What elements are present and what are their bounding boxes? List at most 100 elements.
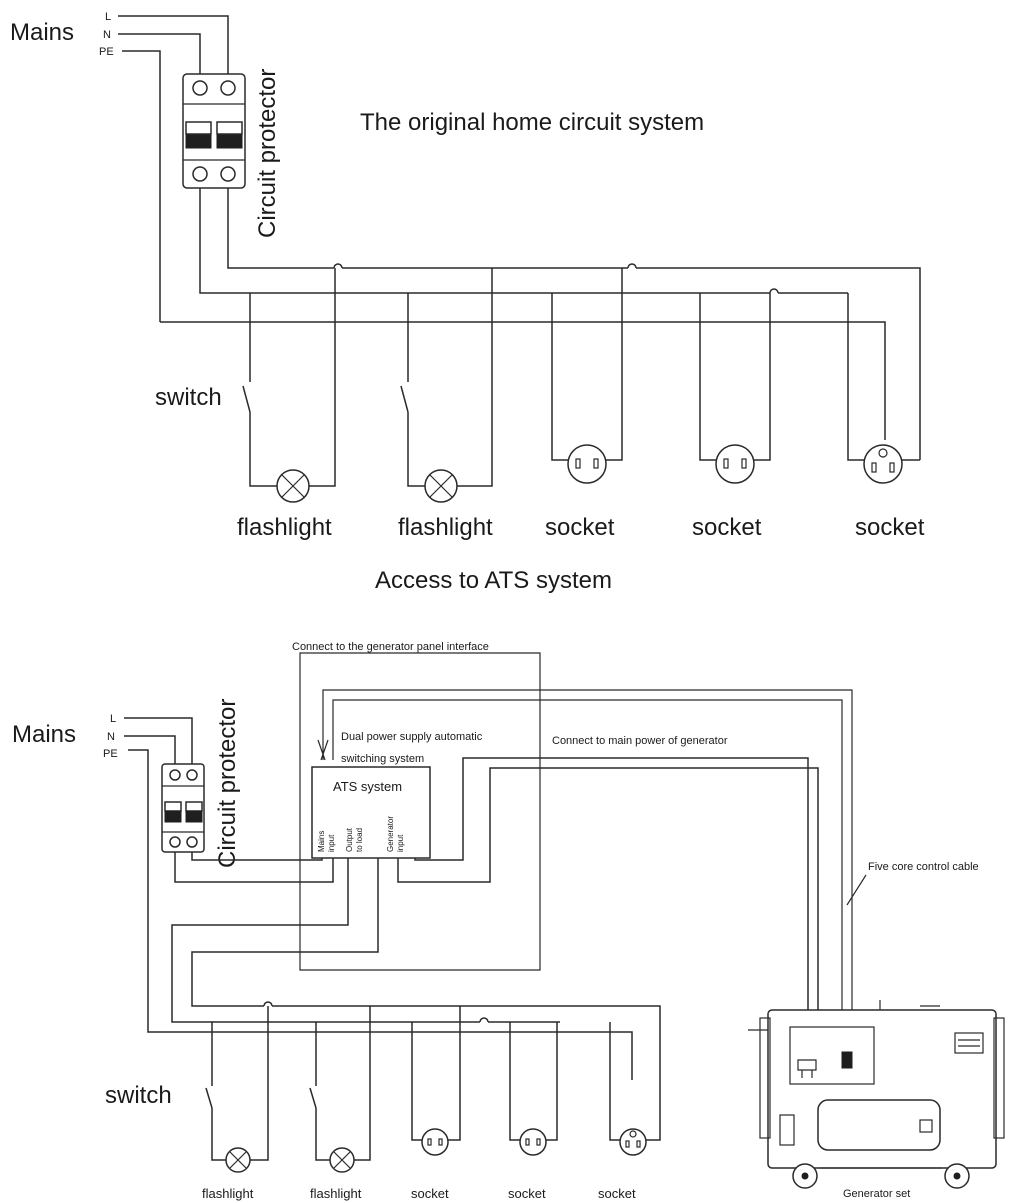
control-cable-outer — [322, 689, 853, 1040]
top-mains-label: Mains — [10, 19, 74, 46]
bottom-socket-3-slot — [636, 1140, 641, 1148]
gen-input-wire-a — [397, 767, 819, 1060]
bottom-wire-l-to-ats — [191, 852, 323, 861]
bottom-breaker-screw — [169, 769, 181, 781]
bottom-load-label-2: flashlight — [310, 1186, 362, 1201]
top-bus-pe — [160, 321, 886, 440]
bottom-socket-2-wire — [509, 1022, 558, 1141]
generator-vent — [954, 1032, 984, 1054]
top-home-circuit: Mains L N PE Circuit protector The origi… — [10, 11, 925, 541]
top-line-n-label: N — [103, 29, 111, 41]
bottom-load-label-4: socket — [508, 1186, 546, 1201]
top-bus-n-jump — [769, 288, 779, 294]
generator-frame-left — [759, 1017, 771, 1139]
bottom-mains-label: Mains — [12, 721, 76, 748]
bottom-wire-l-in — [124, 717, 193, 766]
top-breaker-toggle-cap — [216, 121, 243, 135]
top-socket-1-slot — [593, 458, 599, 469]
bottom-switch-label: switch — [105, 1082, 172, 1109]
ats-terminal-gen-1: Generator — [386, 816, 395, 852]
load-bus-n — [212, 1021, 560, 1080]
top-switch-label: switch — [155, 384, 222, 411]
bottom-socket-3-earth-pin — [629, 1130, 637, 1138]
top-socket-3-slot — [889, 462, 895, 473]
bottom-breaker-screw — [186, 769, 198, 781]
ats-terminal-mains-1: Mains — [317, 831, 326, 852]
top-socket-1-slot — [575, 458, 581, 469]
bottom-flashlight-1-wire — [211, 1080, 226, 1161]
top-socket-3-icon — [863, 444, 903, 484]
generator-wheel-hub — [801, 1172, 809, 1180]
generator-side-panel — [779, 1114, 795, 1146]
bottom-breaker-screw — [169, 836, 181, 848]
bottom-ats-circuit: Mains L N PE Circuit protector Connect t… — [12, 641, 1005, 1201]
output-wire-l — [191, 858, 661, 1080]
bottom-line-n-label: N — [107, 731, 115, 743]
bottom-circuit-protector-label: Circuit protector — [214, 699, 241, 868]
top-socket-2-slot — [723, 458, 729, 469]
bottom-breaker-toggle-cap — [164, 801, 182, 812]
output-wire-n — [171, 858, 349, 1080]
top-socket-3-wire — [847, 293, 920, 461]
top-switch-1 — [242, 385, 251, 413]
top-socket-1-icon — [567, 444, 607, 484]
top-bus-n — [199, 188, 848, 294]
top-load-label-5: socket — [855, 514, 925, 541]
control-cable-inner — [332, 699, 843, 1040]
bottom-switch-2 — [309, 1087, 317, 1109]
ats-section-title: Access to ATS system — [375, 567, 612, 594]
top-flashlight-2-wire — [407, 293, 425, 487]
top-breaker-toggle-cap — [185, 121, 212, 135]
top-line-pe-label: PE — [99, 46, 114, 58]
bottom-socket-1-slot — [427, 1138, 432, 1146]
generator-wheel-hub — [953, 1172, 961, 1180]
bottom-socket-1-wire — [411, 1006, 461, 1141]
top-load-label-1: flashlight — [237, 514, 332, 541]
ats-terminal-mains-2: input — [327, 834, 336, 852]
output-wire-l-jump — [263, 1001, 273, 1007]
control-cable-twist — [317, 739, 329, 761]
load-bus-n-jump — [479, 1017, 489, 1023]
top-socket-1-wire — [551, 268, 623, 461]
top-socket-2-icon — [715, 444, 755, 484]
top-title: The original home circuit system — [360, 109, 704, 136]
generator-fuel-cap-icon — [919, 1119, 933, 1133]
ats-terminal-gen-2: input — [396, 834, 405, 852]
bottom-flashlight-1-cross — [229, 1151, 247, 1169]
bottom-socket-1-icon — [421, 1128, 449, 1156]
top-flashlight-2-return — [457, 268, 493, 487]
top-socket-3-slot — [871, 462, 877, 473]
bottom-load-label-3: socket — [411, 1186, 449, 1201]
bottom-flashlight-1-return — [250, 1006, 269, 1161]
top-wire-l-in — [118, 15, 229, 74]
top-breaker-toggle — [185, 133, 212, 149]
bottom-load-label-1: flashlight — [202, 1186, 254, 1201]
top-socket-2-slot — [741, 458, 747, 469]
bottom-load-label-5: socket — [598, 1186, 636, 1201]
top-socket-2-wire — [699, 293, 771, 461]
top-flashlight-1-cross — [281, 474, 305, 498]
bottom-socket-3-slot — [625, 1140, 630, 1148]
top-bus-l-jump — [333, 263, 343, 269]
bottom-circuit-protector — [161, 763, 205, 853]
top-wire-n-in — [118, 33, 201, 74]
top-circuit-protector — [182, 73, 246, 189]
generator-panel — [789, 1026, 875, 1085]
top-load-label-4: socket — [692, 514, 762, 541]
bottom-socket-1-slot — [438, 1138, 443, 1146]
dual-power-note-line-2: switching system — [341, 753, 424, 765]
bottom-line-l-label: L — [110, 713, 116, 725]
top-flashlight-2-cross — [429, 474, 453, 498]
top-wire-pe — [122, 50, 161, 322]
bottom-breaker-toggle — [164, 810, 182, 823]
top-breaker-screw — [192, 80, 208, 96]
top-line-l-label: L — [105, 11, 111, 23]
bottom-flashlight-2-cross — [333, 1151, 351, 1169]
bottom-switch-1 — [205, 1087, 213, 1109]
panel-interface-wire — [299, 652, 541, 971]
top-switch-2 — [400, 385, 409, 413]
top-bus-l-jump — [627, 263, 637, 269]
panel-interface-note: Connect to the generator panel interface — [292, 641, 489, 653]
generator-frame-right — [993, 1017, 1005, 1139]
